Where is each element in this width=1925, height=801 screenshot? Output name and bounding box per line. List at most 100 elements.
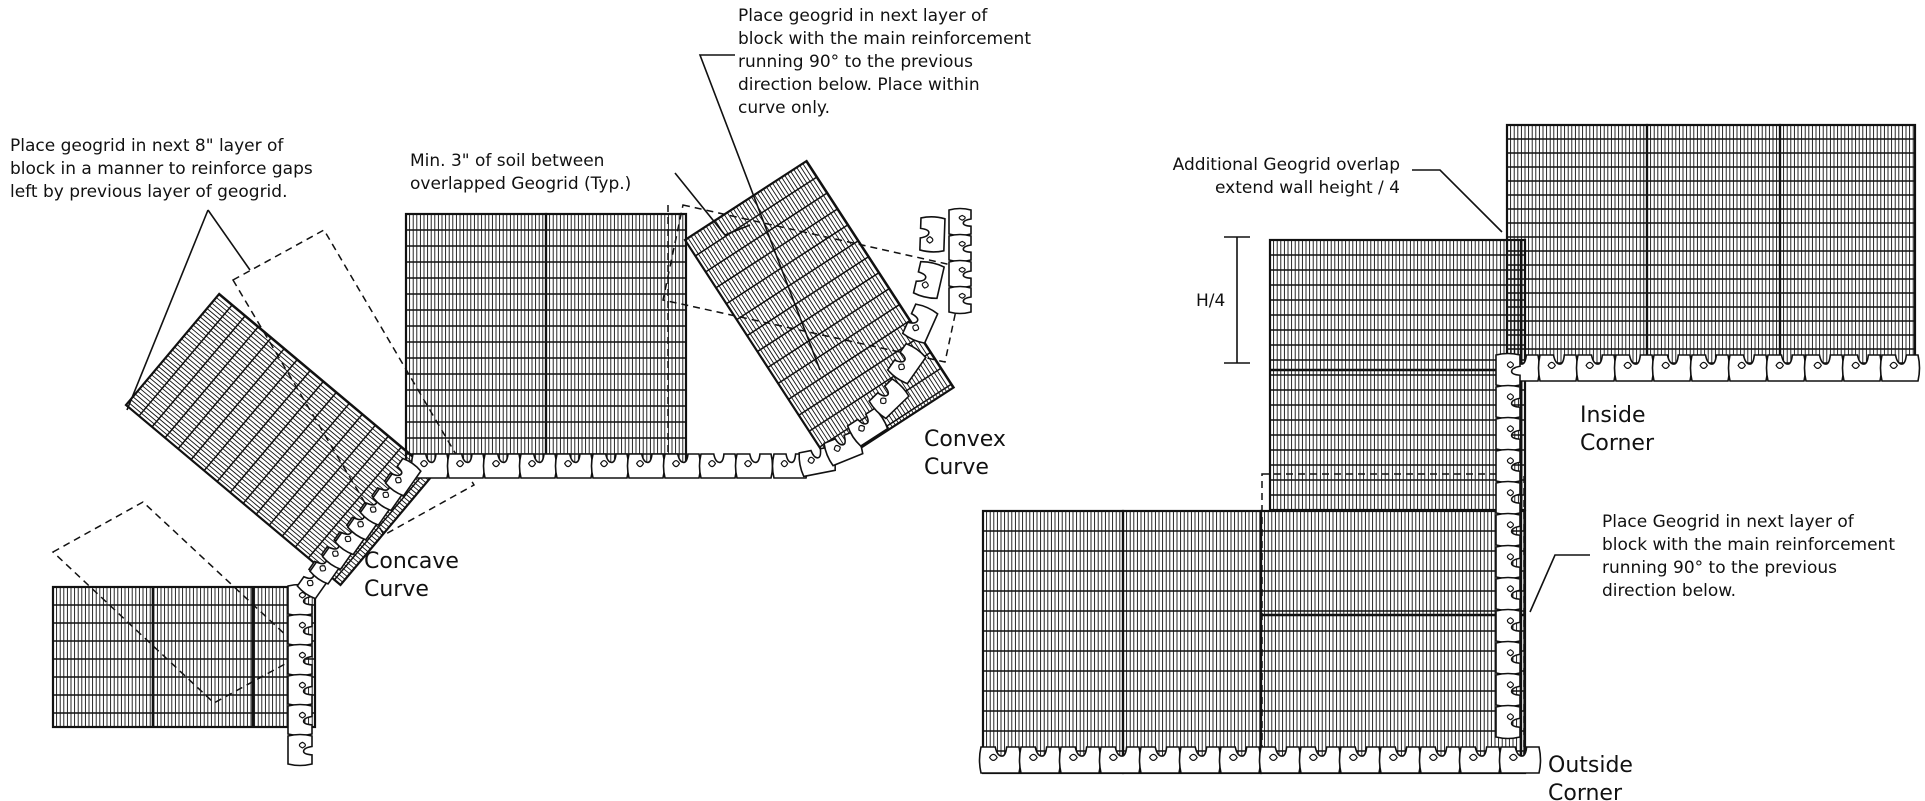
block-center-row-9 (734, 453, 774, 479)
block-left-col-3 (287, 673, 313, 707)
note-corner-line-2: block with the main reinforcement (1602, 535, 1895, 555)
note-top-center-line-4: direction below. Place within (738, 75, 980, 95)
block-corner-col-4 (1495, 480, 1521, 516)
geogrid-corner-upper (1268, 238, 1527, 512)
label-inside-corner-1: Inside (1580, 403, 1646, 428)
block-inside-row-6 (1727, 354, 1769, 382)
geogrid-outside-corner-3 (1259, 509, 1527, 775)
block-corner-col-10 (1495, 672, 1521, 708)
label-convex-1: Convex (924, 427, 1006, 452)
block-convex-2 (823, 430, 864, 467)
block-outside-row-2 (1058, 746, 1102, 774)
note-corner: Place Geogrid in next layer of block wit… (1602, 512, 1895, 601)
block-outside-row-7 (1258, 746, 1302, 774)
note-overlap: Additional Geogrid overlap extend wall h… (1173, 155, 1400, 198)
note-overlap-line-2: extend wall height / 4 (1215, 178, 1400, 198)
leader-top-center (698, 54, 821, 371)
block-inside-row-5 (1689, 354, 1731, 382)
block-corner-col-0 (1495, 352, 1521, 388)
note-top-left-line-3: left by previous layer of geogrid. (10, 182, 287, 202)
block-outside-row-6 (1218, 746, 1262, 774)
block-center-row-4 (554, 453, 594, 479)
note-corner-line-3: running 90° to the previous (1602, 558, 1837, 578)
block-convex-5 (886, 342, 927, 385)
block-corner-col-5 (1495, 512, 1521, 548)
label-outside-corner-1: Outside (1548, 753, 1633, 778)
note-top-center-line-2: block with the main reinforcement (738, 29, 1031, 49)
block-outside-row-3 (1098, 746, 1142, 774)
block-convex-col-0 (948, 207, 972, 237)
block-center-row-5 (590, 453, 630, 479)
block-convex-7 (912, 260, 946, 300)
block-corner-col-6 (1495, 544, 1521, 580)
block-left-col-5 (287, 733, 313, 767)
leader-top-left-b (207, 209, 251, 271)
dashed-corner-outline (1261, 473, 1525, 760)
dashed-grid-outline-3 (662, 204, 966, 363)
block-inside-row-3 (1613, 354, 1655, 382)
block-inside-row-10 (1879, 354, 1921, 382)
geogrid-center-right (544, 212, 688, 474)
block-corner-col-3 (1495, 448, 1521, 484)
geogrid-left-bottom (51, 585, 317, 729)
block-convex-col-1 (948, 233, 972, 263)
retaining-wall-blocks (287, 207, 1921, 774)
block-corner-col-11 (1495, 704, 1521, 740)
block-center-row-6 (626, 453, 666, 479)
block-outside-row-8 (1298, 746, 1342, 774)
note-top-left: Place geogrid in next 8" layer of block … (10, 136, 313, 202)
label-convex-2: Curve (924, 455, 989, 480)
block-corner-col-2 (1495, 416, 1521, 452)
dashed-grid-outline-1 (231, 228, 476, 537)
block-concave-7 (384, 457, 422, 497)
block-corner-col-8 (1495, 608, 1521, 644)
note-soil-gap: Min. 3" of soil between overlapped Geogr… (410, 151, 631, 194)
note-top-center-line-3: running 90° to the previous (738, 52, 973, 72)
block-corner-col-9 (1495, 640, 1521, 676)
block-corner-col-1 (1495, 384, 1521, 420)
block-inside-row-1 (1537, 354, 1579, 382)
block-inside-row-9 (1841, 354, 1883, 382)
block-outside-row-4 (1138, 746, 1182, 774)
block-center-row-2 (482, 453, 522, 479)
block-convex-6 (901, 303, 939, 345)
block-inside-row-8 (1803, 354, 1845, 382)
block-inside-row-4 (1651, 354, 1693, 382)
block-left-col-4 (287, 703, 313, 737)
geogrid-outside-corner-1 (981, 509, 1125, 775)
note-soil-gap-line-1: Min. 3" of soil between (410, 151, 604, 171)
block-outside-row-10 (1378, 746, 1422, 774)
note-top-left-line-2: block in a manner to reinforce gaps (10, 159, 313, 179)
block-outside-row-9 (1338, 746, 1382, 774)
block-outside-row-1 (1018, 746, 1062, 774)
note-corner-line-4: direction below. (1602, 581, 1736, 601)
block-outside-row-0 (978, 746, 1022, 774)
geogrid-left-rotated (124, 292, 436, 587)
note-soil-gap-line-2: overlapped Geogrid (Typ.) (410, 174, 631, 194)
note-top-center: Place geogrid in next layer of block wit… (738, 6, 1031, 118)
leader-corner (1529, 554, 1590, 613)
block-outside-row-12 (1458, 746, 1502, 774)
geogrid-outside-corner-2 (1121, 509, 1263, 775)
leader-overlap (1412, 169, 1503, 233)
dimension-h4-label: H/4 (1196, 291, 1225, 311)
block-outside-row-13 (1498, 746, 1542, 774)
note-top-center-line-5: curve only. (738, 98, 830, 118)
label-concave-1: Concave (364, 549, 459, 574)
block-center-row-7 (662, 453, 702, 479)
block-inside-row-2 (1575, 354, 1617, 382)
block-convex-3 (846, 407, 889, 448)
geogrid-inside-corner-3 (1778, 123, 1917, 367)
note-top-center-line-1: Place geogrid in next layer of (738, 6, 988, 26)
note-top-left-line-1: Place geogrid in next 8" layer of (10, 136, 284, 156)
block-outside-row-11 (1418, 746, 1462, 774)
block-outside-row-5 (1178, 746, 1222, 774)
block-left-col-1 (287, 613, 313, 647)
block-inside-row-7 (1765, 354, 1807, 382)
block-center-row-1 (446, 453, 486, 479)
note-corner-line-1: Place Geogrid in next layer of (1602, 512, 1855, 532)
block-left-col-2 (287, 643, 313, 677)
block-convex-col-3 (948, 285, 972, 315)
